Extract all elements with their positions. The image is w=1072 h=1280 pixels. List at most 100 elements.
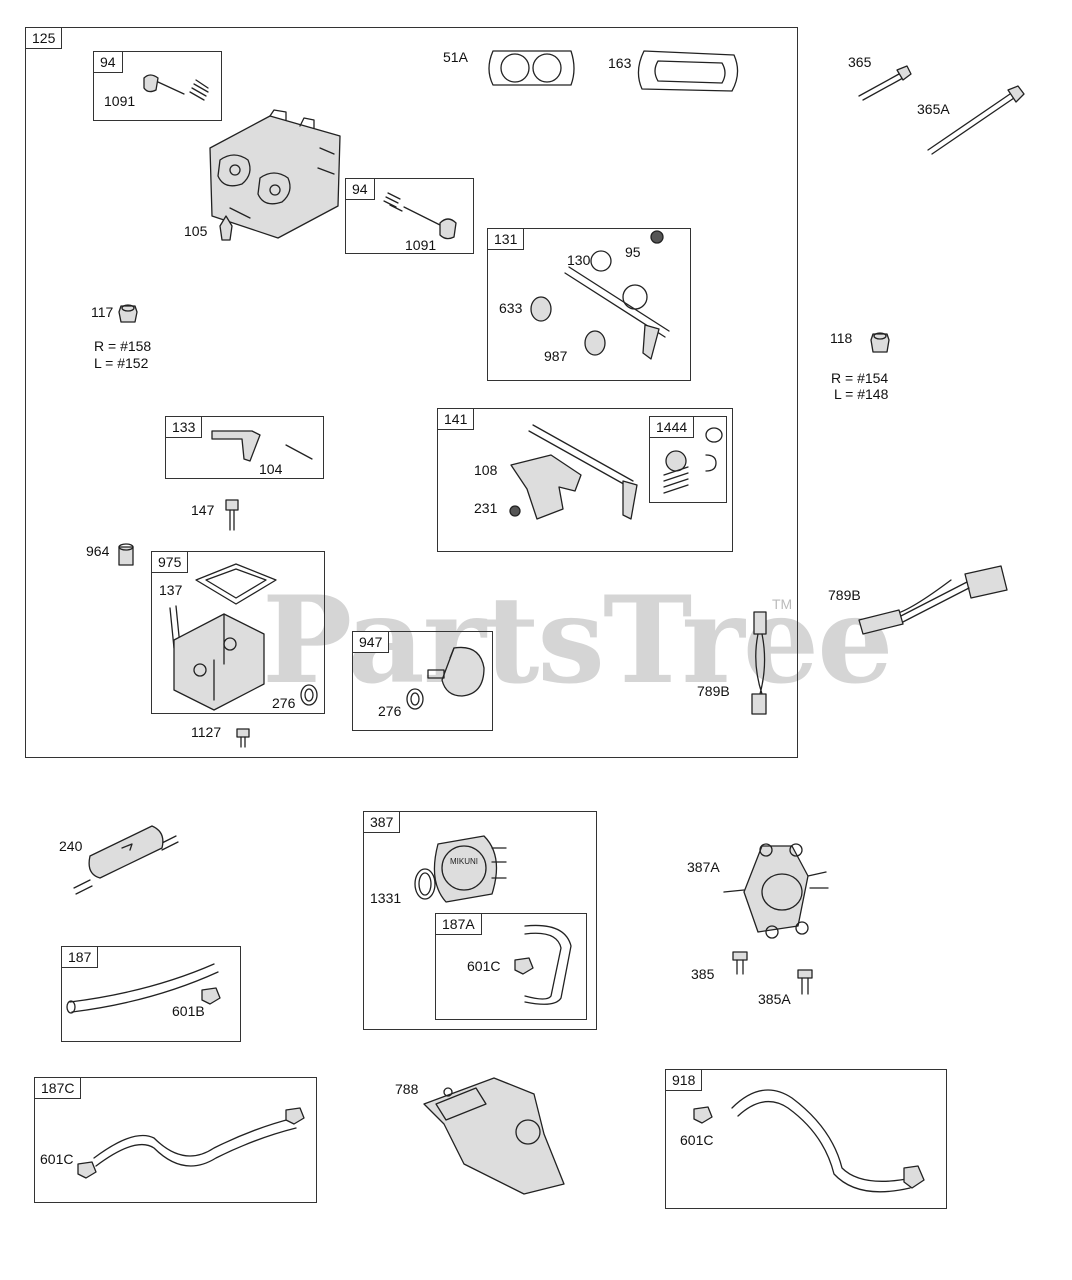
- callout-975[interactable]: 975: [151, 551, 189, 573]
- jet-118-left: L = #148: [834, 386, 889, 402]
- float-needle-icon: [219, 215, 233, 241]
- callout-365[interactable]: 365: [848, 54, 872, 70]
- group-133: 133: [165, 416, 324, 479]
- callout-137[interactable]: 137: [159, 582, 183, 598]
- harness-789B-small-icon: [751, 611, 767, 715]
- callout-231[interactable]: 231: [474, 500, 498, 516]
- callout-108[interactable]: 108: [474, 462, 498, 478]
- solenoid-947-icon: [427, 646, 485, 697]
- float-bowl-gasket-icon: [195, 563, 277, 605]
- carburetor-body-icon: [209, 109, 341, 239]
- group-1444: 1444: [649, 416, 727, 503]
- throttle-shaft-icon: [530, 230, 670, 360]
- callout-94[interactable]: 94: [93, 51, 123, 73]
- callout-125[interactable]: 125: [25, 27, 63, 49]
- float-bowl-icon: [169, 605, 265, 711]
- callout-117[interactable]: 117: [91, 304, 114, 320]
- callout-276[interactable]: 276: [272, 695, 296, 711]
- callout-385A[interactable]: 385A: [758, 991, 791, 1007]
- callout-947[interactable]: 947: [352, 631, 390, 653]
- jet-118-right: R = #154: [831, 370, 889, 386]
- callout-147[interactable]: 147: [191, 502, 215, 518]
- callout-1091[interactable]: 1091: [104, 93, 136, 109]
- jet-117-left: L = #152: [94, 355, 149, 371]
- callout-105[interactable]: 105: [184, 223, 208, 239]
- hose-187C-icon: [77, 1107, 305, 1179]
- callout-133[interactable]: 133: [165, 416, 203, 438]
- screw-365-icon: [858, 65, 912, 101]
- callout-365A[interactable]: 365A: [917, 101, 950, 117]
- group-94-top: 94: [93, 51, 222, 121]
- callout-964[interactable]: 964: [86, 543, 110, 559]
- jet-117-icon: [118, 304, 138, 323]
- callout-385[interactable]: 385: [691, 966, 715, 982]
- group-94-middle: 94: [345, 178, 474, 254]
- callout-1091-b[interactable]: 1091: [405, 237, 437, 253]
- o-ring-276-icon: [300, 684, 318, 706]
- callout-601B[interactable]: 601B: [172, 1003, 205, 1019]
- callout-918[interactable]: 918: [665, 1069, 703, 1091]
- callout-131[interactable]: 131: [487, 228, 525, 250]
- screw-1127-icon: [236, 728, 250, 748]
- group-131: 131: [487, 228, 691, 381]
- fuel-pump-387-icon: MIKUNI: [433, 835, 507, 903]
- gasket-51A-icon: [488, 50, 575, 86]
- hose-187-icon: [66, 963, 221, 1014]
- callout-51A[interactable]: 51A: [443, 49, 468, 65]
- callout-163[interactable]: 163: [608, 55, 632, 71]
- callout-94-b[interactable]: 94: [345, 178, 375, 200]
- jet-117-right: R = #158: [94, 338, 152, 354]
- screw-385A-icon: [797, 969, 813, 995]
- callout-1331[interactable]: 1331: [370, 890, 402, 906]
- callout-276-b[interactable]: 276: [378, 703, 402, 719]
- callout-601C-c[interactable]: 601C: [680, 1132, 714, 1148]
- pump-brand-text: MIKUNI: [450, 857, 478, 866]
- group-187: 187: [61, 946, 241, 1042]
- group-125-frame: 125: [25, 27, 798, 758]
- callout-104[interactable]: 104: [259, 461, 283, 477]
- group-975: 975: [151, 551, 325, 714]
- callout-95[interactable]: 95: [625, 244, 641, 260]
- callout-141[interactable]: 141: [437, 408, 475, 430]
- o-ring-1331-icon: [414, 868, 436, 900]
- callout-187A[interactable]: 187A: [435, 913, 482, 935]
- callout-240[interactable]: 240: [59, 838, 83, 854]
- callout-1444[interactable]: 1444: [649, 416, 695, 438]
- callout-187[interactable]: 187: [61, 946, 99, 968]
- hose-918-icon: [731, 1089, 925, 1193]
- pilot-screw-spring-icon: [383, 192, 457, 240]
- group-141: 141: [437, 408, 733, 552]
- callout-788[interactable]: 788: [395, 1081, 419, 1097]
- jet-118-icon: [870, 332, 890, 353]
- callout-789B-b[interactable]: 789B: [828, 587, 861, 603]
- callout-187C[interactable]: 187C: [34, 1077, 82, 1099]
- bracket-788-icon: [423, 1077, 565, 1195]
- idle-screw-spring-icon: [143, 74, 209, 101]
- bolt-365A-icon: [927, 85, 1025, 155]
- callout-1127[interactable]: 1127: [191, 724, 222, 740]
- screw-385-icon: [732, 951, 748, 975]
- callout-130[interactable]: 130: [567, 252, 591, 268]
- callout-987[interactable]: 987: [544, 348, 568, 364]
- group-187C: 187C: [34, 1077, 317, 1203]
- callout-601C[interactable]: 601C: [467, 958, 501, 974]
- fuel-pump-387A-icon: [723, 843, 829, 939]
- o-ring-276-b-icon: [406, 688, 424, 710]
- group-187A: 187A: [435, 913, 587, 1020]
- choke-shaft-icon: [509, 424, 638, 520]
- choke-spring-kit-icon: [663, 427, 723, 494]
- fuel-filter-240-icon: [73, 825, 179, 895]
- group-387: 387: [363, 811, 597, 1030]
- callout-118[interactable]: 118: [830, 330, 853, 346]
- group-947: 947: [352, 631, 493, 731]
- callout-387[interactable]: 387: [363, 811, 401, 833]
- plug-964-icon: [118, 543, 134, 566]
- screw-147-icon: [225, 499, 239, 531]
- harness-789B-large-icon: [858, 565, 1008, 635]
- callout-601C-b[interactable]: 601C: [40, 1151, 74, 1167]
- hose-187A-icon: [514, 924, 572, 1005]
- callout-789B[interactable]: 789B: [697, 683, 730, 699]
- callout-633[interactable]: 633: [499, 300, 523, 316]
- group-918: 918: [665, 1069, 947, 1209]
- callout-387A[interactable]: 387A: [687, 859, 720, 875]
